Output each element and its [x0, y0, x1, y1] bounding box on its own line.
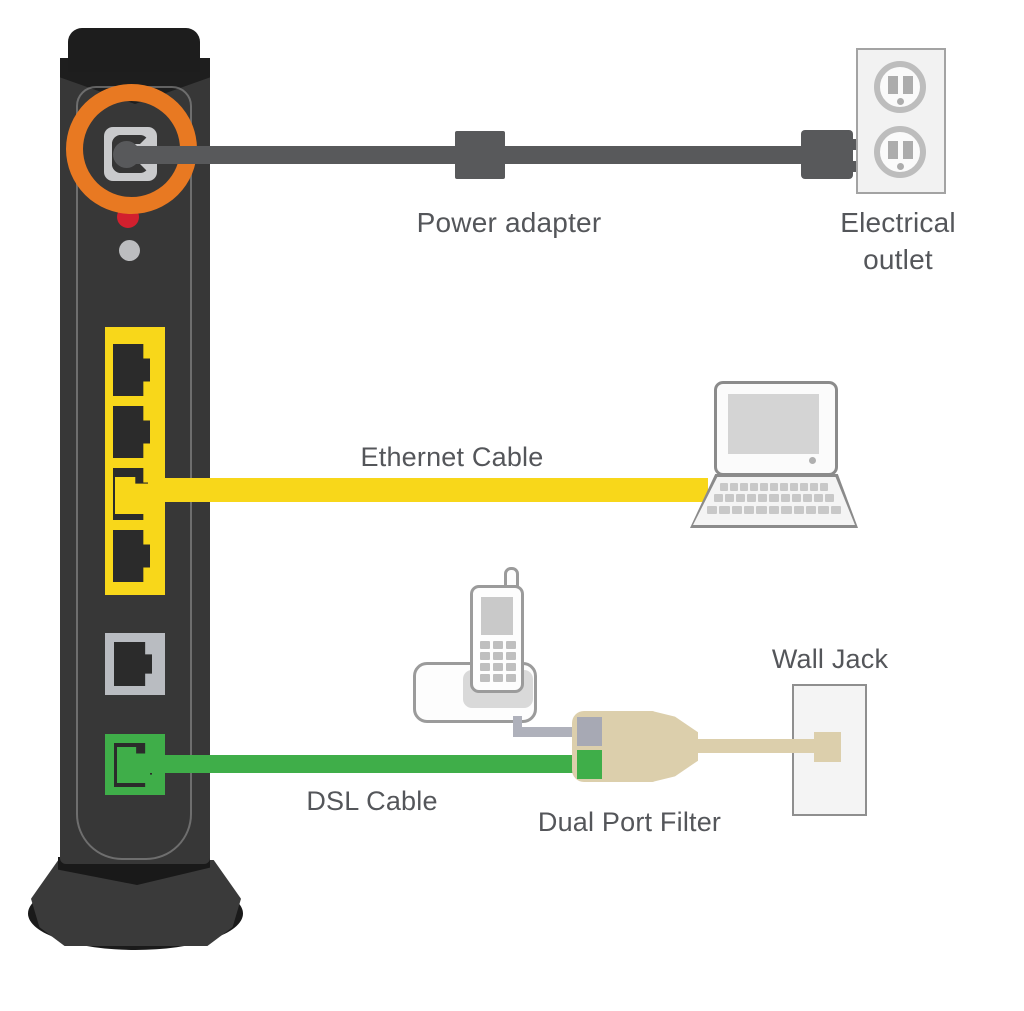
phone-cord-horizontal	[513, 727, 583, 737]
laptop-keyboard	[690, 474, 858, 528]
power-adapter-label: Power adapter	[416, 207, 602, 238]
outlet-socket-bottom	[874, 126, 926, 178]
socket-slot	[888, 76, 898, 94]
ethernet-cable-icon	[148, 478, 708, 502]
outlet-socket-top	[874, 61, 926, 113]
wall-jack-label: Wall Jack	[771, 644, 889, 674]
socket-ground-hole	[897, 163, 904, 170]
laptop-key-row	[690, 494, 858, 502]
socket-ground-hole	[897, 98, 904, 105]
gray-status-light	[119, 240, 140, 261]
power-plug	[801, 130, 853, 179]
laptop-power-led	[809, 457, 816, 464]
laptop-display	[728, 394, 819, 454]
filter-phone-connector	[577, 717, 602, 746]
modem-top-cap	[68, 28, 200, 72]
wall-jack-port	[814, 732, 841, 762]
phone-keypad	[480, 641, 516, 682]
filter-dsl-connector	[577, 750, 602, 779]
socket-slot	[903, 76, 913, 94]
electrical-outlet-label: Electrical outlet	[798, 205, 998, 279]
dual-port-filter-label: Dual Port Filter	[537, 807, 722, 837]
phone-cord-vertical	[513, 716, 522, 733]
laptop-key-row	[690, 483, 858, 491]
laptop-key-row	[690, 506, 858, 514]
filter-output-cable	[694, 739, 816, 753]
electrical-outlet-label-line1: Electrical	[840, 207, 956, 238]
electrical-outlet-icon	[856, 48, 946, 194]
socket-slot	[888, 141, 898, 159]
dsl-cable-icon	[148, 755, 580, 773]
phone-screen	[481, 597, 513, 635]
electrical-outlet-label-line2: outlet	[863, 243, 933, 275]
ethernet-cable-label: Ethernet Cable	[360, 442, 544, 472]
power-adapter-brick	[455, 131, 505, 179]
socket-slot	[903, 141, 913, 159]
filter-taper	[652, 711, 698, 782]
dsl-cable-label: DSL Cable	[306, 786, 438, 816]
